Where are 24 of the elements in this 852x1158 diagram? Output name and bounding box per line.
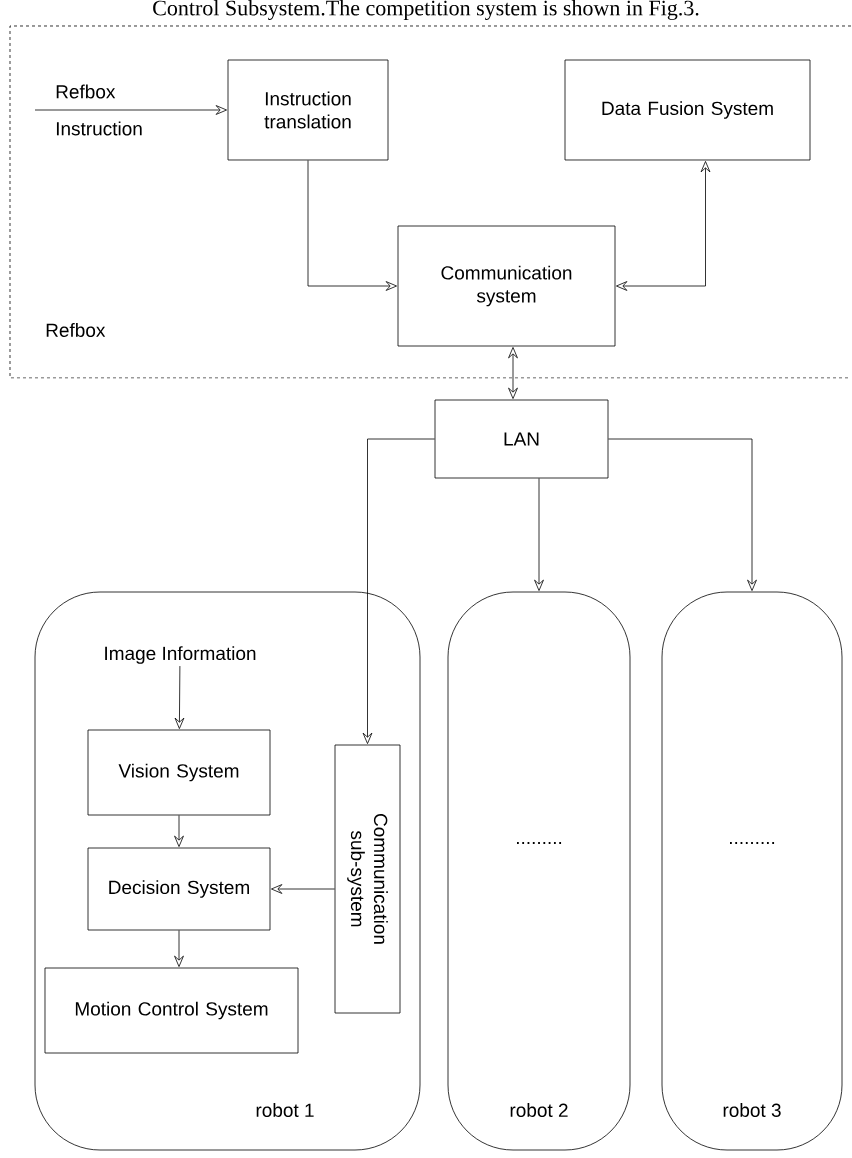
- arrow: [616, 161, 711, 291]
- process-box: Motion Control System: [44, 967, 299, 1054]
- robot-box: ......... robot 2: [447, 591, 631, 1151]
- arrow: [34, 105, 227, 115]
- arrow: [174, 815, 184, 847]
- arrow: [508, 347, 518, 399]
- process-box: Decision System: [87, 847, 271, 931]
- arrow: [271, 884, 335, 894]
- input-label: Refbox Instruction: [56, 84, 142, 136]
- process-box: Communication system: [397, 225, 616, 347]
- arrow: [362, 438, 435, 744]
- arrow: [608, 438, 757, 591]
- arrow: [307, 160, 397, 291]
- process-box: Instruction translation: [227, 59, 389, 161]
- process-box: Communication sub-system: [334, 744, 401, 1014]
- caption-fragment: Control Subsystem.The competition system is shown in Fig.3.: [153, 0, 699, 20]
- arrow: [174, 930, 184, 967]
- process-box: Vision System: [87, 729, 271, 816]
- arrow: [174, 665, 185, 729]
- input-label: Image Information: [105, 646, 256, 664]
- process-box: LAN: [434, 399, 609, 479]
- process-box: Data Fusion System: [564, 59, 811, 161]
- arrow: [534, 478, 544, 591]
- robot-box: ......... robot 3: [661, 591, 843, 1151]
